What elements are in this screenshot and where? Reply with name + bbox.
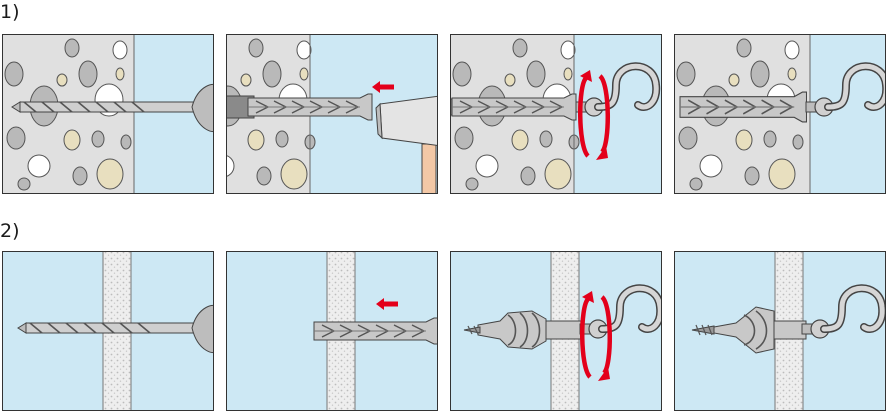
- drill-bit-icon: [17, 304, 214, 354]
- panel-row1-step1: [2, 34, 214, 194]
- panel-row1-step2: [226, 34, 438, 194]
- panel-row2-step4: [674, 251, 886, 411]
- plug-icon: [679, 91, 808, 123]
- plug-icon: [313, 317, 438, 345]
- panel-row2-step2: [226, 251, 438, 411]
- panel-row2-step1: [2, 251, 214, 411]
- drill-bit-icon: [11, 83, 214, 133]
- panel-row2-step3: [450, 251, 662, 411]
- row-1-label: 1): [0, 1, 20, 23]
- row-2-label: 2): [0, 220, 20, 242]
- plug-icon: [451, 93, 577, 121]
- plug-icon: [463, 310, 583, 350]
- panel-row1-step3: [450, 34, 662, 194]
- plug-icon: [691, 306, 807, 354]
- plug-icon: [247, 93, 373, 121]
- panel-row1-step4: [674, 34, 886, 194]
- hammer-icon: [375, 95, 438, 194]
